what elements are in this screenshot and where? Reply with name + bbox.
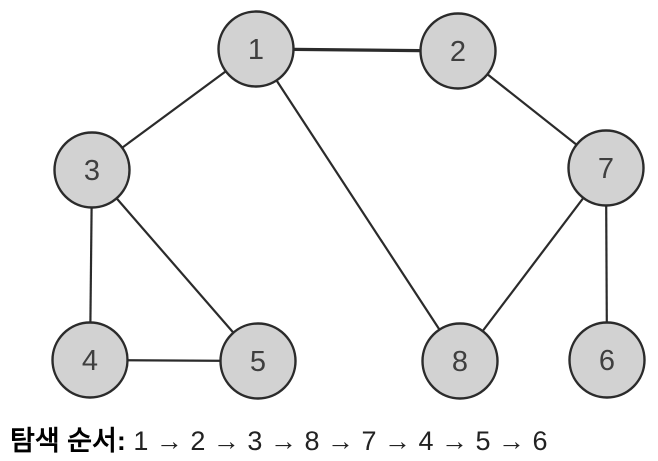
- graph-node-label-7: 7: [598, 153, 614, 185]
- graph-node-8: 8: [421, 322, 499, 400]
- graph-node-6: 6: [568, 321, 646, 399]
- graph-node-circle-1: [217, 10, 295, 88]
- graph-edge-1-8: [255, 48, 461, 362]
- graph-node-label-3: 3: [84, 155, 100, 187]
- caption-separator: :: [116, 426, 126, 456]
- graph-node-circle-6: [568, 321, 646, 399]
- graph-node-circle-2: [419, 12, 497, 90]
- caption-label: 탐색 순서: [10, 426, 117, 456]
- graph-node-circle-7: [567, 129, 645, 207]
- graph-node-circle-5: [219, 322, 297, 400]
- graph-node-7: 7: [567, 129, 645, 207]
- graph-node-2: 2: [419, 12, 497, 90]
- graph-edge-3-5: [91, 169, 259, 362]
- graph-node-circle-3: [53, 131, 131, 209]
- graph-node-label-8: 8: [452, 346, 468, 378]
- graph-edge-7-8: [459, 167, 607, 362]
- graph-diagram: 1 2 3 4 5 6 7 8: [51, 10, 646, 400]
- caption: 탐색 순서: 1 → 2 → 3 → 8 → 7 → 4 → 5 → 6: [10, 424, 548, 458]
- graph-node-label-4: 4: [82, 345, 98, 377]
- graph-node-1: 1: [217, 10, 295, 88]
- graph-node-label-5: 5: [250, 346, 266, 378]
- graph-node-label-2: 2: [450, 36, 466, 68]
- graph-node-4: 4: [51, 321, 129, 399]
- graph-node-circle-4: [51, 321, 129, 399]
- graph-node-circle-8: [421, 322, 499, 400]
- graph-node-label-6: 6: [599, 345, 615, 377]
- graph-node-3: 3: [53, 131, 131, 209]
- caption-sequence: 1 → 2 → 3 → 8 → 7 → 4 → 5 → 6: [133, 426, 548, 456]
- graph-node-label-1: 1: [248, 34, 264, 66]
- graph-node-5: 5: [219, 322, 297, 400]
